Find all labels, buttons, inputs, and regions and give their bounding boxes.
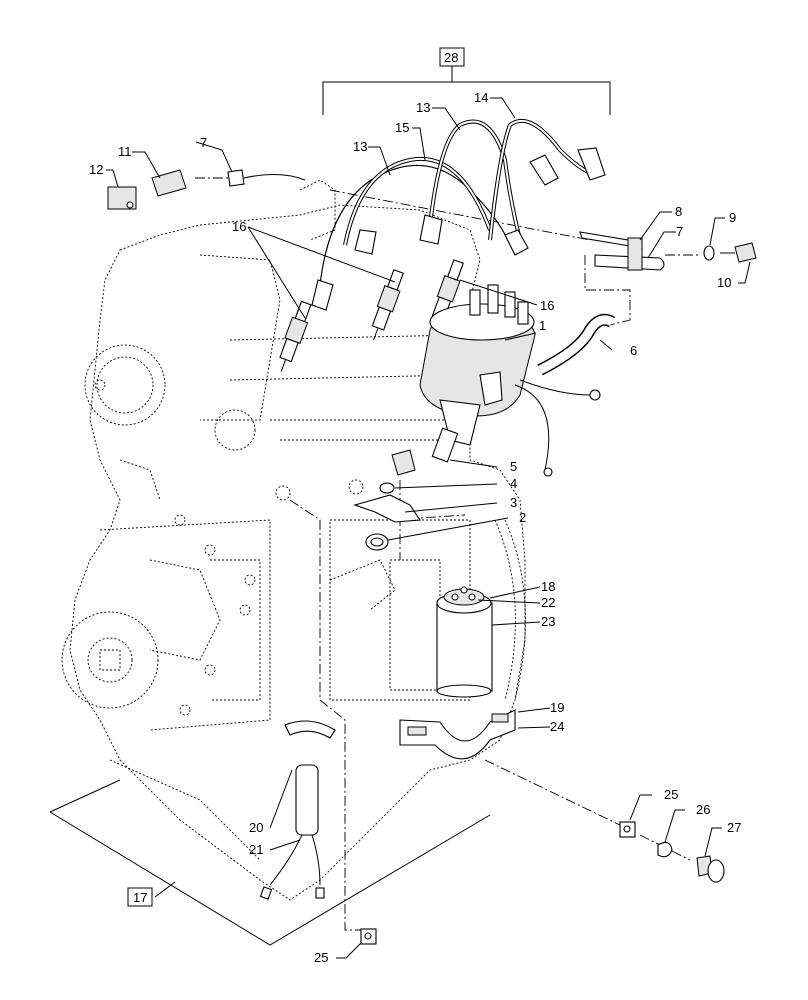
clamp-3 [353,494,421,523]
callout-16-right: 16 [540,298,554,313]
engine-block-outline [61,179,526,901]
callout-2: 2 [519,510,526,525]
spark-plug [279,300,312,372]
screw-27 [707,859,725,883]
ignition-wires [311,119,606,311]
callout-8: 8 [675,204,682,219]
callout-25-right: 25 [664,787,678,802]
callout-1: 1 [539,318,546,333]
fitting-11 [151,169,187,197]
callout-19: 19 [550,700,564,715]
group-outline-17: 17 [49,779,491,946]
washer-26 [657,841,673,858]
distributor [419,284,616,477]
part-5 [391,449,416,476]
callout-box-17 [127,887,153,907]
leader-lines [106,97,751,959]
callout-27: 27 [727,820,741,835]
callout-13-left: 13 [353,139,367,154]
callout-5: 5 [510,459,517,474]
callout-24: 24 [550,719,564,734]
callout-14: 14 [474,90,488,105]
fasteners [360,821,725,945]
callout-18: 18 [541,579,555,594]
ignition-coil [436,586,493,698]
group-bracket-28: 28 [322,47,611,115]
callout-21: 21 [249,842,263,857]
callout-13-top: 13 [416,100,430,115]
callout-3: 3 [510,495,517,510]
part-4 [379,482,395,494]
distributor-mount-parts [353,449,421,551]
callout-22: 22 [541,595,555,610]
callout-4: 4 [510,476,517,491]
callout-15: 15 [395,120,409,135]
coil-bracket [399,709,516,760]
clip-assembly [579,231,757,271]
washer-9 [703,245,715,261]
callout-box-28 [439,47,465,67]
callout-17: 17 [133,890,147,905]
callout-20: 20 [249,820,263,835]
callout-7-right: 7 [676,224,683,239]
callout-25-bottom: 25 [314,950,328,965]
callout-11: 11 [118,144,132,159]
callout-10: 10 [717,275,731,290]
callout-6: 6 [630,343,637,358]
spark-plug [371,269,404,341]
callout-23: 23 [541,614,555,629]
callout-26: 26 [696,802,710,817]
screw-10 [734,242,757,263]
callout-16-left: 16 [232,219,246,234]
sensor-assembly [107,169,306,210]
callout-9: 9 [729,210,736,225]
callout-labels: 1 2 3 4 5 6 7 7 8 9 10 11 12 13 13 14 15… [89,90,741,965]
callout-12: 12 [89,162,103,177]
callout-7-top: 7 [200,135,207,150]
suppressor-assembly [259,720,336,900]
callout-28: 28 [444,50,458,65]
